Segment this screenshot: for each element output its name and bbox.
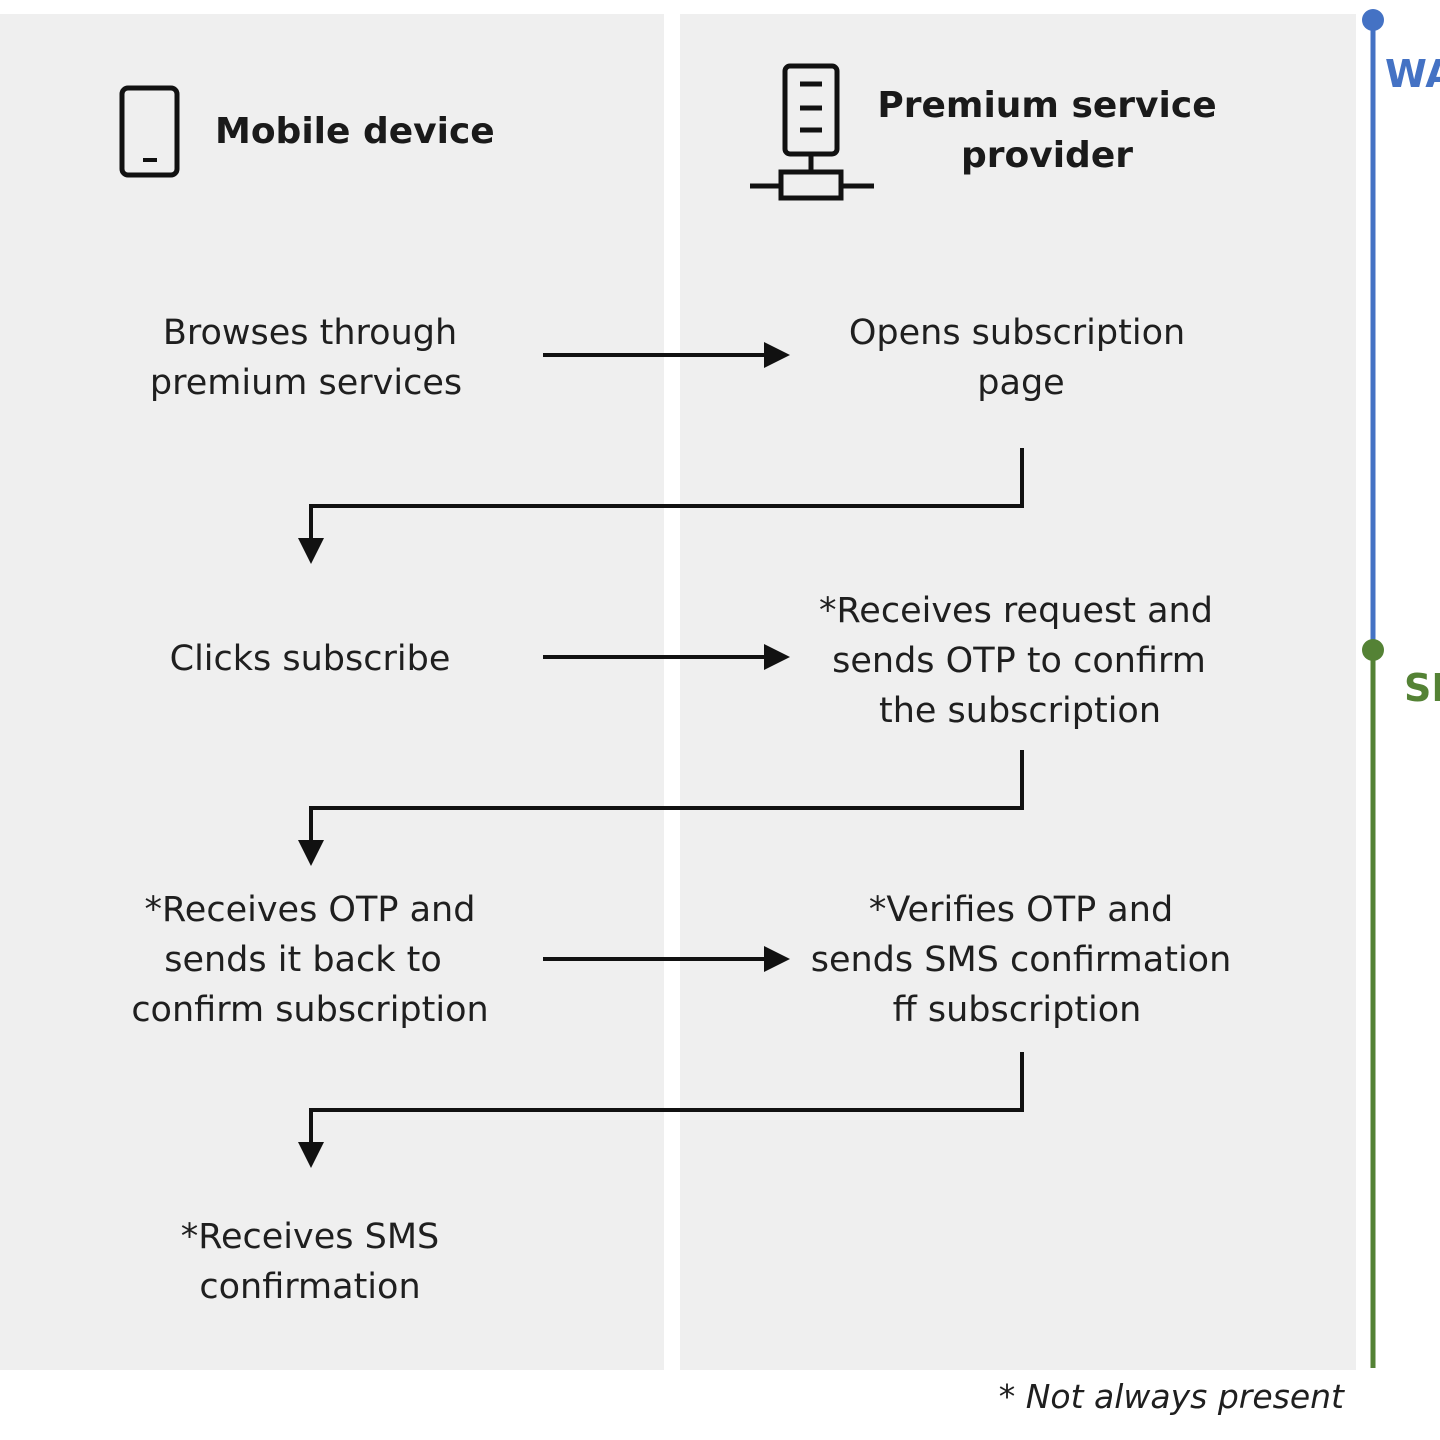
step-open-page-line1: Opens subscription — [848, 313, 1186, 353]
step-receive-sms-line1: *Receives SMS — [180, 1217, 440, 1257]
step-click-subscribe: Clicks subscribe — [169, 639, 451, 679]
step-browse-line2: premium services — [149, 363, 463, 403]
arrow-request-2 — [543, 644, 790, 670]
arrow-response-2 — [298, 750, 1024, 866]
step-receive-otp-line1: *Receives OTP and — [144, 890, 476, 930]
step-browse-line1: Browses through — [162, 313, 458, 353]
step-verify-otp-line2: sends SMS confirmation — [810, 940, 1232, 980]
step-receive-otp-line3: confirm subscription — [131, 990, 489, 1030]
step-verify-otp-line1: *Verifies OTP and — [868, 890, 1174, 930]
provider-header-line2: provider — [960, 135, 1134, 176]
step-receive-otp-line2: sends it back to — [164, 940, 442, 980]
arrow-response-1 — [298, 448, 1024, 564]
step-send-otp-line3: the subscription — [878, 691, 1162, 731]
step-open-page-line2: page — [977, 363, 1065, 403]
footnote: * Not always present — [998, 1377, 1344, 1416]
step-verify-otp-line3: ff subscription — [892, 990, 1142, 1030]
phase-marker-wap — [1362, 9, 1384, 31]
step-send-otp-line1: *Receives request and — [819, 591, 1213, 631]
step-receive-sms-line2: confirmation — [199, 1267, 421, 1307]
arrow-request-3 — [543, 946, 790, 972]
phase-timeline — [1362, 9, 1384, 1368]
mobile-device-header: Mobile device — [215, 111, 495, 152]
service-provider-lane — [680, 14, 1356, 1370]
mobile-device-lane — [0, 14, 664, 1370]
phase-marker-sms — [1362, 639, 1384, 661]
step-send-otp-line2: sends OTP to confirm — [832, 641, 1206, 681]
mobile-phone-icon — [119, 85, 180, 178]
phase-label-wap: WA — [1385, 52, 1440, 96]
arrow-response-3 — [298, 1052, 1024, 1168]
arrow-request-1 — [543, 342, 790, 368]
provider-header-line1: Premium service — [877, 85, 1217, 126]
phase-label-sms: SN — [1404, 666, 1440, 710]
server-icon — [750, 63, 874, 201]
